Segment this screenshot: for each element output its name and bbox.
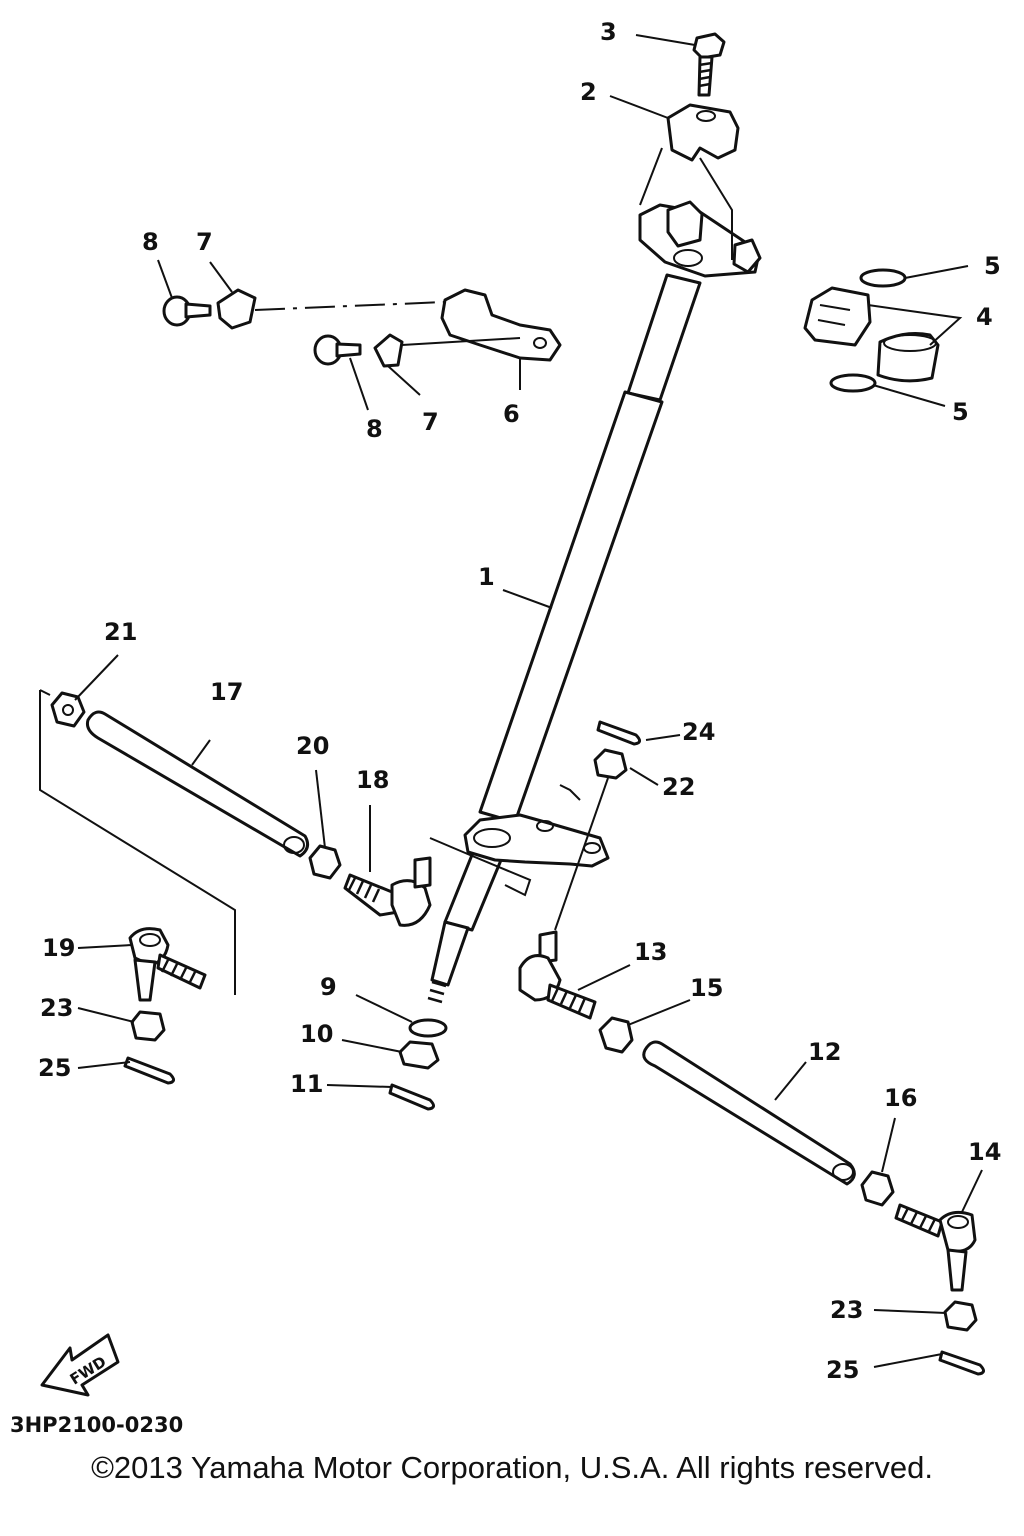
nut-23-right — [943, 1300, 978, 1332]
callout-13: 13 — [634, 938, 667, 966]
callout-16: 16 — [884, 1084, 917, 1112]
bolt-upper — [162, 295, 212, 327]
cotter-pin-25-left — [123, 1056, 175, 1085]
callout-7-upper: 7 — [196, 228, 213, 256]
callout-7-lower: 7 — [422, 408, 439, 436]
callout-20: 20 — [296, 732, 329, 760]
callout-12: 12 — [808, 1038, 841, 1066]
forward-arrow-icon: FWD — [40, 1333, 120, 1397]
washer-lower — [829, 373, 877, 393]
steering-shaft — [427, 273, 702, 1004]
nut-15 — [598, 1016, 634, 1054]
callout-11: 11 — [290, 1070, 323, 1098]
nut-22 — [593, 748, 628, 780]
callout-10: 10 — [300, 1020, 333, 1048]
column-holder-bracket — [440, 288, 562, 362]
nut-10 — [398, 1040, 440, 1070]
tie-rod-end-19 — [128, 927, 207, 1002]
washer-upper — [859, 268, 907, 288]
callout-24: 24 — [682, 718, 715, 746]
callout-9: 9 — [320, 973, 337, 1001]
tie-rod-end-14 — [894, 1203, 977, 1292]
callout-1: 1 — [478, 563, 495, 591]
callout-19: 19 — [42, 934, 75, 962]
tie-rod-right — [642, 1040, 856, 1186]
callout-5-lower: 5 — [952, 398, 969, 426]
callout-22: 22 — [662, 773, 695, 801]
callout-23-right: 23 — [830, 1296, 863, 1324]
tie-rod-end-18 — [343, 856, 432, 927]
diagram-code: 3HP2100-0230 — [10, 1413, 183, 1437]
callout-6: 6 — [503, 400, 520, 428]
tie-rod-left — [86, 710, 310, 858]
callout-2: 2 — [580, 78, 597, 106]
callout-14: 14 — [968, 1138, 1001, 1166]
upper-handlebar-holder — [638, 200, 762, 278]
nut-23-left — [130, 1010, 166, 1042]
column-bushing-right — [876, 332, 940, 383]
callout-25-right: 25 — [826, 1356, 859, 1384]
callout-4: 4 — [976, 303, 993, 331]
copyright-notice: ©2013 Yamaha Motor Corporation, U.S.A. A… — [91, 1450, 933, 1485]
cotter-pin-11 — [388, 1083, 435, 1111]
callout-5-upper: 5 — [984, 252, 1001, 280]
cotter-pin-25-right — [938, 1350, 985, 1376]
pitman-arm — [463, 813, 610, 868]
cotter-pin-24 — [596, 720, 641, 746]
callout-17: 17 — [210, 678, 243, 706]
callout-25-left: 25 — [38, 1054, 71, 1082]
callout-8-upper: 8 — [142, 228, 159, 256]
nut-21 — [50, 691, 86, 728]
bolt-lower — [313, 334, 362, 366]
callout-8-lower: 8 — [366, 415, 383, 443]
washer-9 — [408, 1018, 448, 1038]
callout-3: 3 — [600, 18, 617, 46]
tie-rod-end-13 — [518, 930, 597, 1020]
holder-bolt — [692, 32, 726, 97]
clip-upper — [216, 288, 257, 330]
callout-23-left: 23 — [40, 994, 73, 1022]
callout-15: 15 — [690, 974, 723, 1002]
nut-16 — [860, 1170, 895, 1207]
callout-18: 18 — [356, 766, 389, 794]
clip-lower — [373, 333, 404, 368]
column-bushing-left — [803, 286, 872, 347]
nut-20 — [308, 844, 342, 880]
callout-21: 21 — [104, 618, 137, 646]
handlebar-holder-cap — [666, 103, 740, 162]
